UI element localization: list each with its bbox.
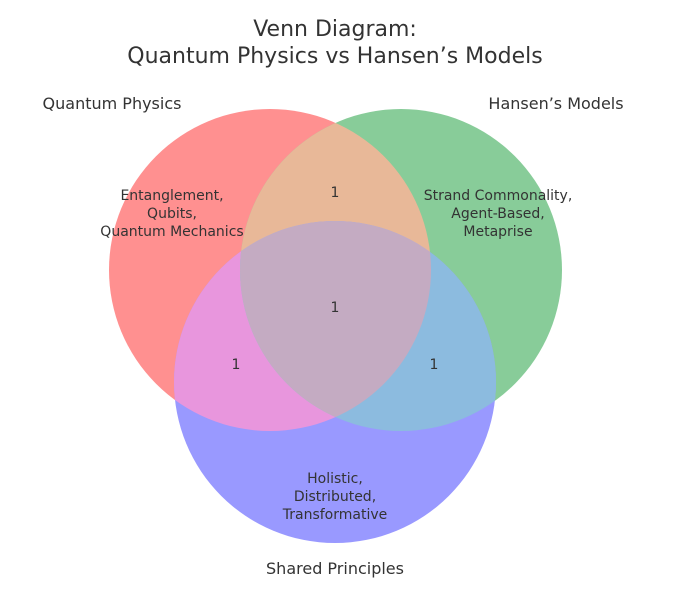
set-label-quantum: Quantum Physics — [43, 94, 182, 113]
title-line-1: Venn Diagram: — [253, 17, 417, 42]
region-line: Entanglement, — [120, 188, 223, 204]
set-label-shared: Shared Principles — [266, 559, 404, 578]
quantum-only-text: Entanglement, Qubits, Quantum Mechanics — [100, 188, 243, 240]
region-line: Transformative — [282, 507, 388, 523]
region-line: Metaprise — [463, 224, 532, 240]
region-line: Qubits, — [147, 206, 197, 222]
count-all: 1 — [331, 300, 340, 316]
region-line: Distributed, — [294, 489, 376, 505]
shared-only-text: Holistic, Distributed, Transformative — [282, 471, 388, 523]
hansen-only-text: Strand Commonality, Agent-Based, Metapri… — [424, 188, 573, 240]
region-line: Quantum Mechanics — [100, 224, 243, 240]
count-quantum-hansen: 1 — [331, 185, 340, 201]
set-label-hansen: Hansen’s Models — [488, 94, 623, 113]
count-hansen-shared: 1 — [430, 357, 439, 373]
region-line: Agent-Based, — [451, 206, 544, 222]
count-quantum-shared: 1 — [232, 357, 241, 373]
region-line: Strand Commonality, — [424, 188, 573, 204]
title-line-2: Quantum Physics vs Hansen’s Models — [127, 44, 542, 69]
all-overlap — [240, 221, 431, 431]
region-line: Holistic, — [307, 471, 363, 487]
